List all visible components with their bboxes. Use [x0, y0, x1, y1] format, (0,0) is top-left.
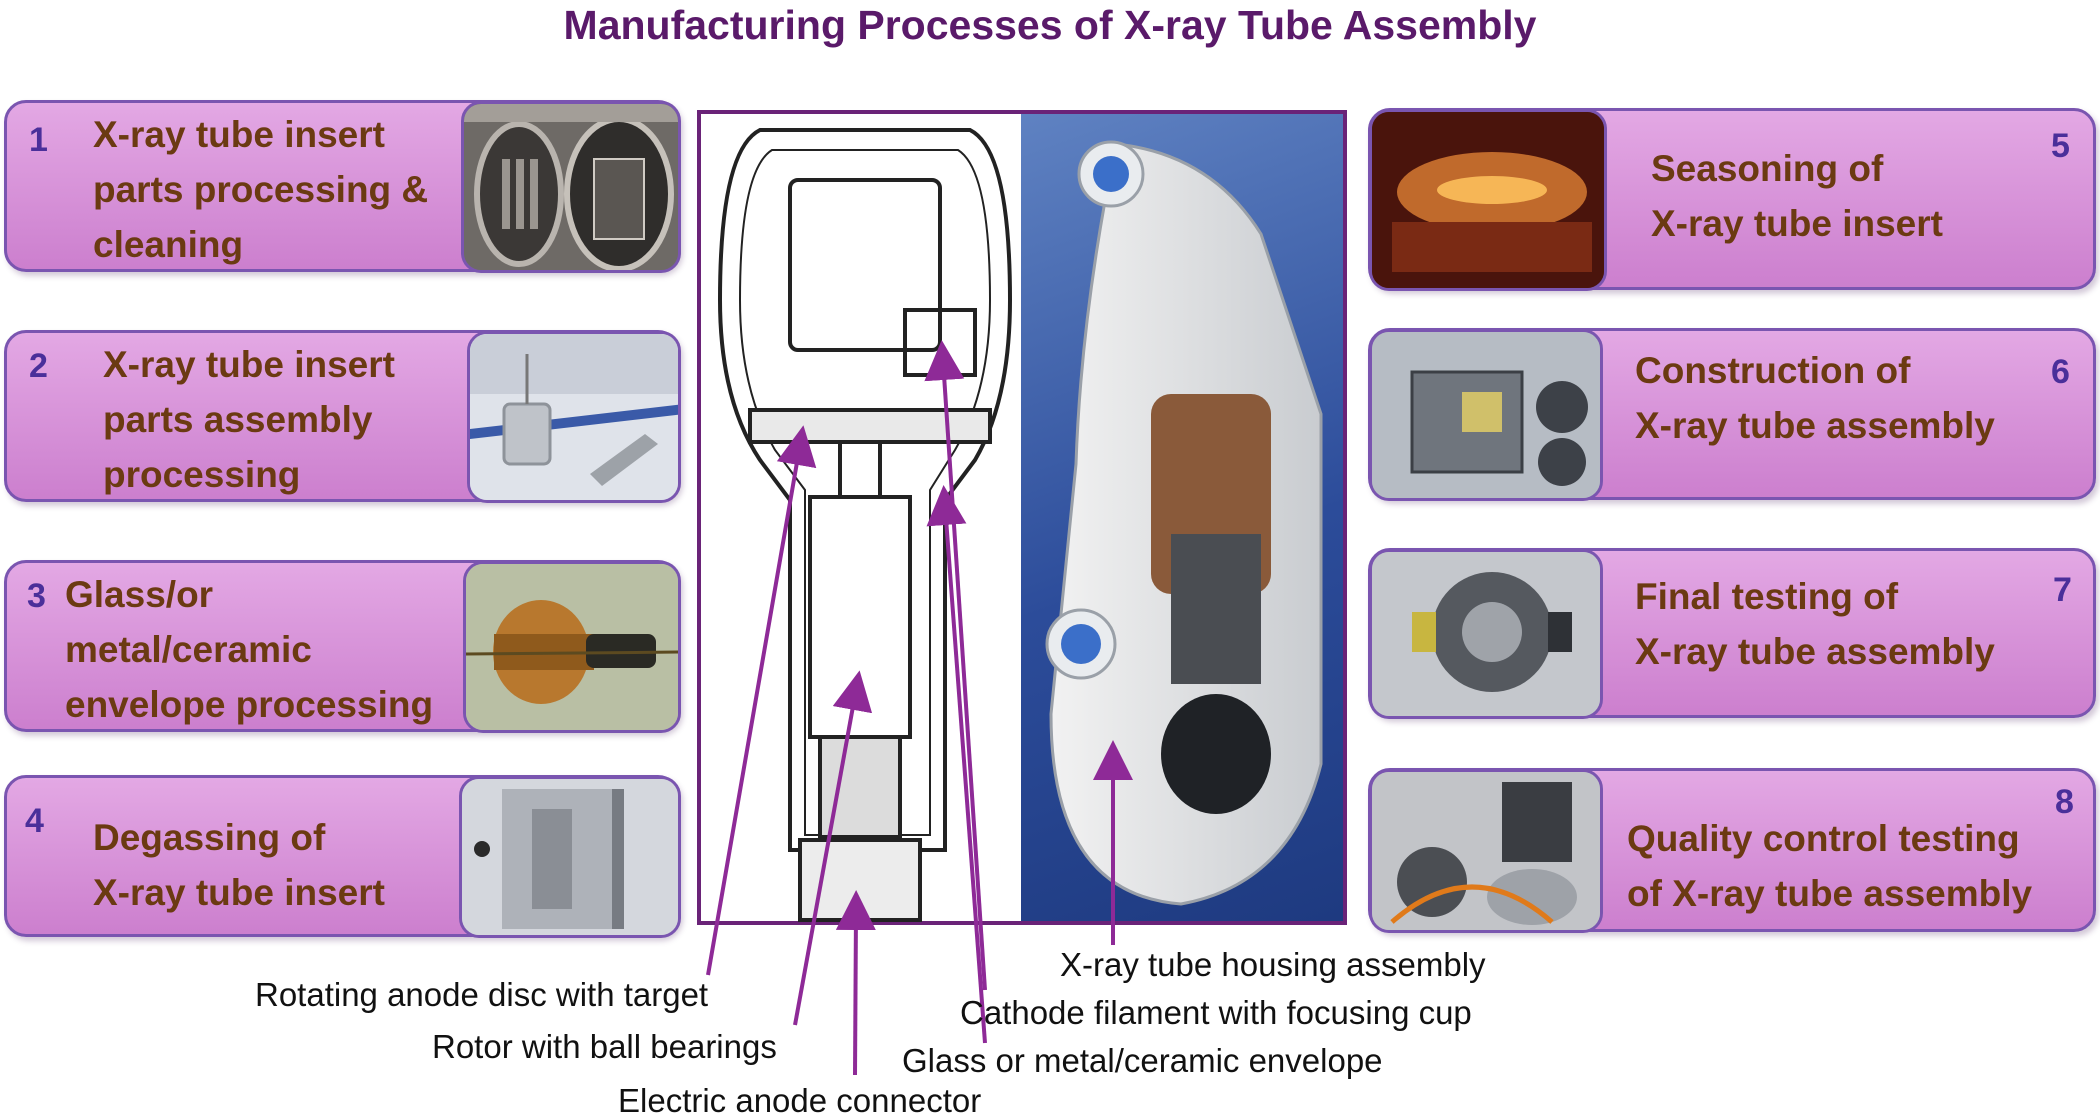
callout-housing: X-ray tube housing assembly [1060, 946, 1486, 983]
step-label: Construction of X-ray tube assembly [1635, 350, 1995, 446]
step-label: Degassing of X-ray tube insert [93, 817, 385, 913]
step-card-1: 1 X-ray tube insert parts processing & c… [4, 100, 681, 273]
step-photo-construction [1369, 329, 1603, 501]
step-number: 6 [2051, 353, 2070, 391]
step-label: Seasoning of X-ray tube insert [1651, 148, 1943, 244]
diagram-title: Manufacturing Processes of X-ray Tube As… [563, 2, 1537, 48]
step-card-8: Quality control testing of X-ray tube as… [1368, 768, 2096, 933]
step-card-5: Seasoning of X-ray tube insert 5 [1368, 108, 2096, 291]
callout-rotating-anode: Rotating anode disc with target [255, 976, 709, 1013]
step-card-2: 2 X-ray tube insert parts assembly proce… [4, 330, 681, 503]
step-label: X-ray tube insert parts assembly process… [103, 344, 395, 495]
step-label: Quality control testing of X-ray tube as… [1627, 818, 2033, 914]
step-photo-degassing [459, 776, 681, 938]
step-number: 5 [2051, 127, 2070, 165]
step-label: Final testing of X-ray tube assembly [1635, 576, 1995, 672]
step-photo-assembly-parts [467, 331, 681, 503]
step-card-3: 3 Glass/or metal/ceramic envelope proces… [4, 560, 681, 733]
step-photo-quality-control [1369, 769, 1603, 933]
step-number: 4 [25, 802, 44, 840]
callout-cathode: Cathode filament with focusing cup [960, 994, 1472, 1031]
tube-insert-outline [717, 128, 1013, 922]
xray-tube-housing-photo [1021, 114, 1343, 921]
step-number: 1 [29, 121, 48, 159]
step-card-7: Final testing of X-ray tube assembly 7 [1368, 548, 2096, 719]
callout-rotor: Rotor with ball bearings [432, 1028, 777, 1065]
callout-envelope: Glass or metal/ceramic envelope [902, 1042, 1383, 1079]
step-card-4: 4 Degassing of X-ray tube insert [4, 775, 681, 938]
callout-arrows [706, 340, 1133, 1076]
step-card-6: Construction of X-ray tube assembly 6 [1368, 328, 2096, 501]
step-number: 8 [2055, 783, 2074, 821]
callout-anode-connector: Electric anode connector [618, 1082, 982, 1119]
step-label: X-ray tube insert parts processing & cle… [93, 114, 429, 265]
step-photo-glass-envelope [463, 561, 681, 733]
step-photo-seasoning [1369, 109, 1607, 291]
step-label: Glass/or metal/ceramic envelope processi… [65, 574, 434, 725]
step-number: 3 [27, 577, 46, 615]
step-photo-final-testing [1369, 549, 1603, 719]
step-photo-vacuum-chamber [461, 101, 681, 273]
step-number: 7 [2053, 571, 2072, 609]
step-number: 2 [29, 347, 48, 385]
